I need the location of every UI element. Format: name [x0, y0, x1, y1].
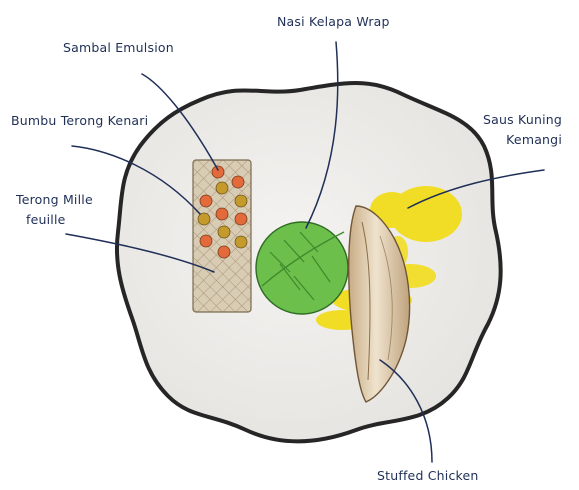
label-saus-line1: Saus Kuning	[483, 110, 562, 129]
label-bumbu-terong-kenari: Bumbu Terong Kenari	[11, 111, 148, 130]
label-nasi-kelapa-wrap: Nasi Kelapa Wrap	[277, 12, 390, 31]
label-terong-mille-line2: feuille	[26, 210, 66, 229]
label-sambal-emulsion: Sambal Emulsion	[63, 38, 174, 57]
nasi-kelapa-wrap	[256, 222, 348, 314]
label-stuffed-chicken: Stuffed Chicken	[377, 466, 479, 485]
label-terong-mille-line1: Terong Mille	[16, 190, 93, 209]
label-saus-line2: Kemangi	[506, 130, 562, 149]
